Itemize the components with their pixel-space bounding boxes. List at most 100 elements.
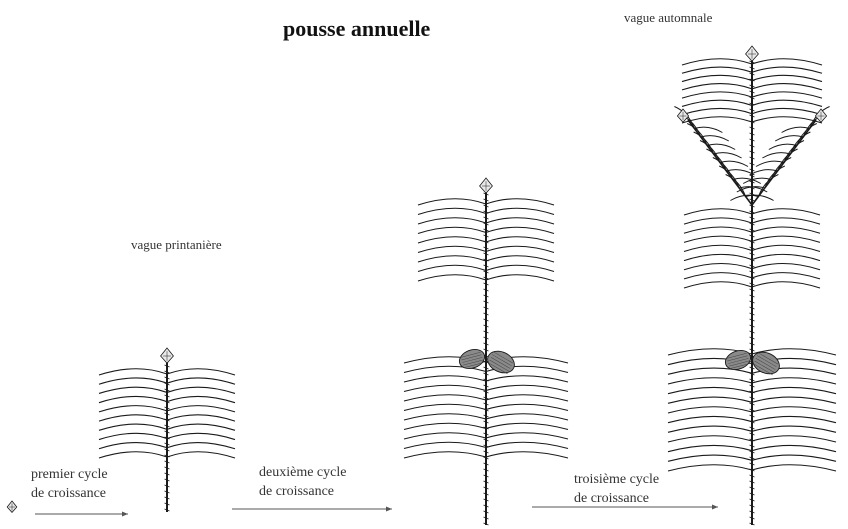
needle	[418, 218, 486, 224]
needle	[418, 256, 486, 262]
needle	[418, 227, 486, 233]
cycle-1-label-line1: premier cycle	[31, 468, 108, 482]
needle	[99, 378, 167, 384]
needle	[668, 455, 752, 461]
needle	[418, 199, 486, 205]
cone-icon	[457, 346, 488, 372]
needle	[486, 442, 568, 448]
needle	[752, 254, 820, 260]
needle	[752, 67, 822, 73]
needle	[752, 263, 820, 269]
needle	[752, 92, 822, 98]
needle	[668, 465, 752, 471]
needle	[752, 84, 822, 90]
needle	[486, 275, 554, 281]
cone-icon	[484, 347, 518, 377]
needle	[167, 396, 235, 402]
cycle-1-label-line2: de croissance	[31, 487, 106, 501]
needle	[167, 452, 235, 458]
needle	[752, 455, 836, 461]
needle	[486, 385, 568, 391]
needle	[486, 404, 568, 410]
needle	[752, 416, 836, 422]
needle	[418, 237, 486, 243]
shoot-second-cycle	[404, 178, 568, 525]
needle	[668, 397, 752, 403]
needle	[752, 445, 836, 451]
needle	[682, 59, 752, 65]
needle	[668, 416, 752, 422]
needle	[486, 265, 554, 271]
needle	[418, 208, 486, 214]
arrow-head	[712, 505, 718, 510]
needle	[404, 423, 486, 429]
shoot-third-cycle	[668, 46, 836, 525]
needle	[486, 452, 568, 458]
needle	[682, 92, 752, 98]
needle	[404, 442, 486, 448]
needle	[682, 108, 752, 114]
cycle-arrows	[35, 505, 718, 517]
needle	[486, 256, 554, 262]
needle	[99, 443, 167, 449]
needle	[752, 75, 822, 81]
cone-icon	[749, 348, 783, 378]
needle	[684, 236, 752, 242]
needle	[684, 273, 752, 279]
needle	[682, 84, 752, 90]
needle	[167, 415, 235, 421]
autumn-wave-label: vague automnale	[624, 11, 712, 24]
needle	[486, 237, 554, 243]
needle	[668, 445, 752, 451]
needle	[486, 246, 554, 252]
needle	[668, 378, 752, 384]
needle	[167, 378, 235, 384]
needle	[752, 397, 836, 403]
needle	[167, 406, 235, 412]
needle	[99, 369, 167, 375]
diagram-title: pousse annuelle	[283, 18, 430, 40]
cycle-3-label-line1: troisième cycle	[574, 473, 659, 487]
needle	[752, 100, 822, 106]
needle	[668, 387, 752, 393]
needle	[404, 433, 486, 439]
needle	[752, 465, 836, 471]
needle	[167, 443, 235, 449]
needle	[418, 265, 486, 271]
cycle-2-label-line1: deuxième cycle	[259, 466, 346, 480]
needle	[486, 376, 568, 382]
needle	[167, 424, 235, 430]
needle	[404, 395, 486, 401]
needle	[752, 387, 836, 393]
needle	[486, 414, 568, 420]
cycle-3-label-line2: de croissance	[574, 492, 649, 506]
needle	[418, 246, 486, 252]
needle	[668, 426, 752, 432]
needle	[404, 385, 486, 391]
needle	[99, 415, 167, 421]
needle	[682, 100, 752, 106]
needle	[486, 433, 568, 439]
needle	[684, 245, 752, 251]
needle	[752, 209, 820, 215]
needle	[682, 117, 752, 123]
needle	[752, 236, 820, 242]
needle	[668, 436, 752, 442]
arrow-head	[386, 507, 392, 512]
needle	[99, 387, 167, 393]
needle	[486, 395, 568, 401]
needle	[752, 218, 820, 224]
spring-wave-label: vague printanière	[131, 238, 222, 251]
needle	[752, 59, 822, 65]
needle	[752, 245, 820, 251]
needle	[486, 208, 554, 214]
needle	[404, 414, 486, 420]
needle	[167, 433, 235, 439]
needle	[684, 218, 752, 224]
needle	[682, 75, 752, 81]
needle	[752, 378, 836, 384]
needle	[404, 404, 486, 410]
needle	[752, 282, 820, 288]
